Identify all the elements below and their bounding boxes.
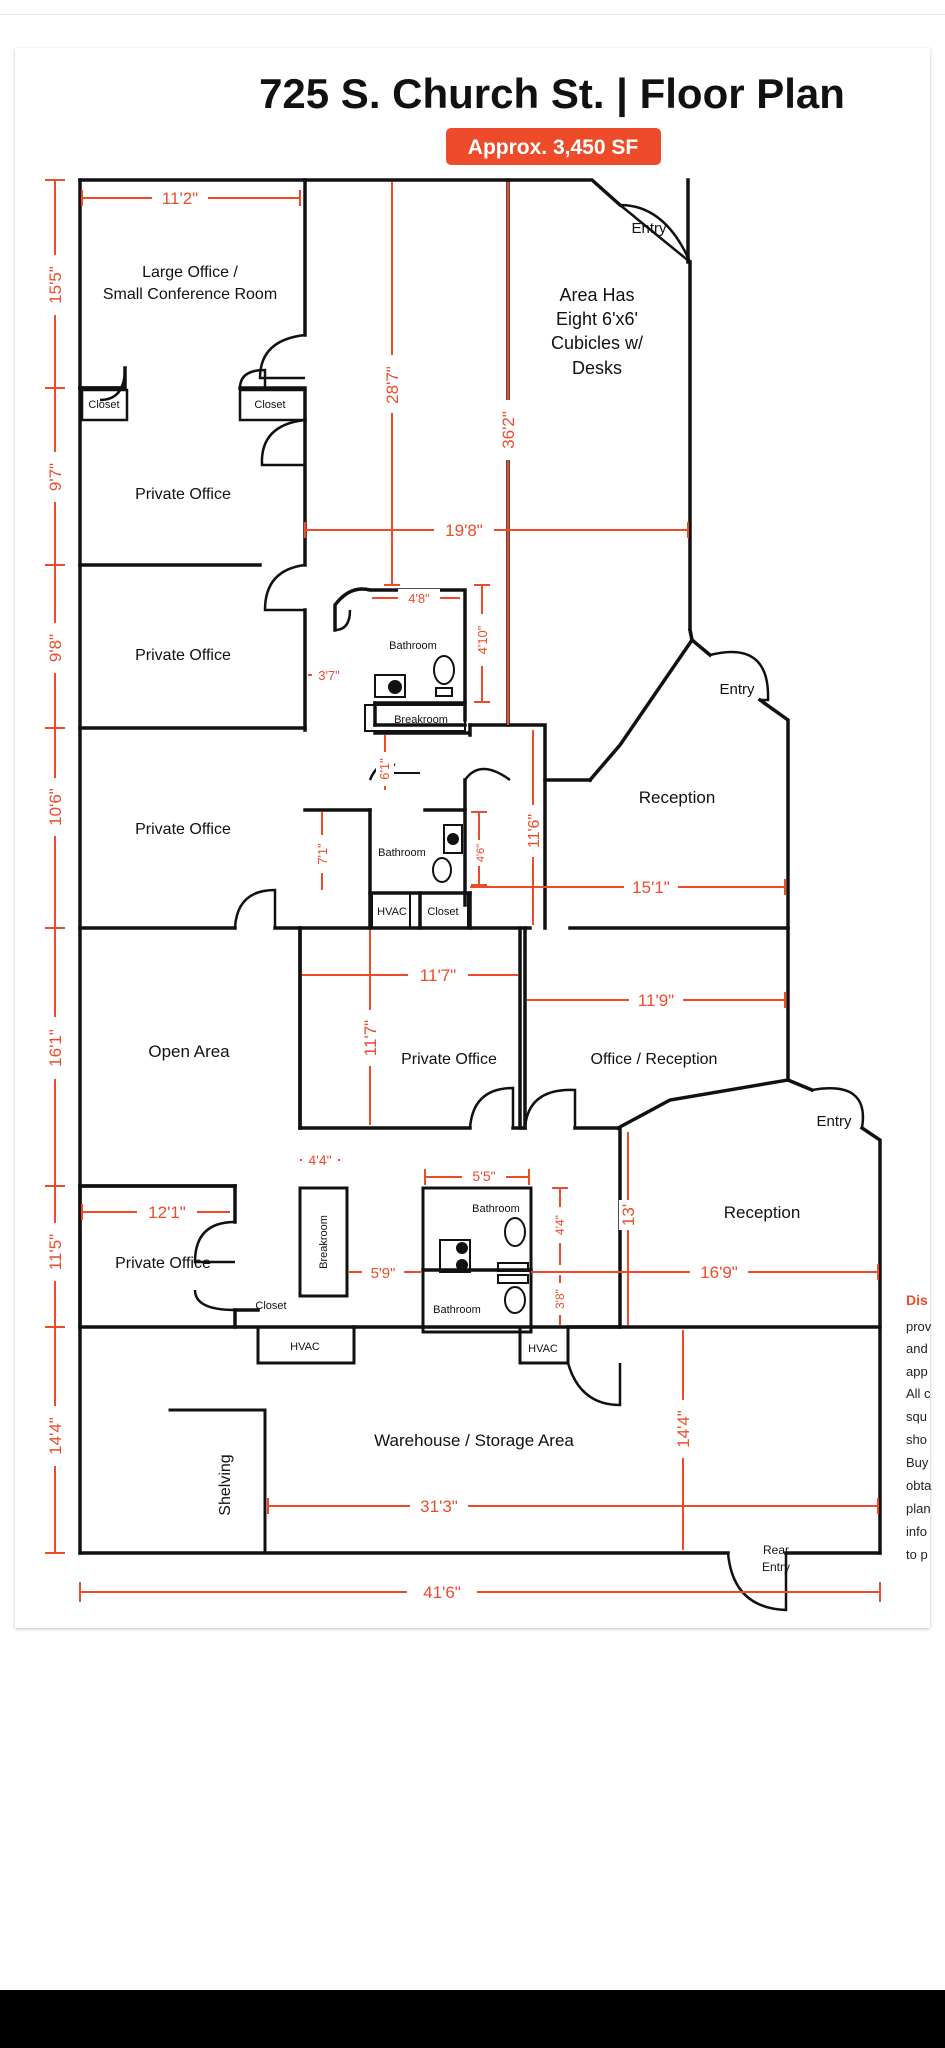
rear-entry-label: Entry — [762, 1560, 790, 1574]
left-dim-label: 9'8" — [46, 634, 65, 662]
dimension-labels: 11'2" 28'7" 36'2" 19'8" 4'8" 4'10" 3'7" … — [148, 189, 738, 1602]
dim-label: 15'1" — [632, 878, 670, 897]
top-status-strip — [0, 0, 945, 15]
large-office-label: Large Office / — [142, 264, 238, 281]
dim-label: 31'3" — [420, 1497, 458, 1516]
disclaimer-line: squ — [906, 1409, 927, 1424]
closet-label: Closet — [427, 906, 458, 918]
dim-label: 11'2" — [162, 189, 198, 208]
dim-label: 11'7" — [361, 1020, 380, 1056]
closet-label: Closet — [254, 399, 285, 411]
dimension-lines — [45, 179, 881, 1602]
area-badge: Approx. 3,450 SF — [468, 136, 639, 159]
breakroom-label: Breakroom — [394, 714, 448, 726]
warehouse-label: Warehouse / Storage Area — [374, 1431, 574, 1450]
cubicle-area-label: Cubicles w/ — [551, 333, 643, 353]
left-dimension-labels: 15'5" 9'7" 9'8" 10'6" 16'1" 11'5" 14'4" — [46, 266, 65, 1455]
private-office-label: Private Office — [401, 1051, 497, 1068]
disclaimer-line: info — [906, 1524, 927, 1539]
left-dim-label: 16'1" — [46, 1029, 65, 1067]
disclaimer-line: plan — [906, 1501, 931, 1516]
dim-label: 4'4" — [308, 1152, 331, 1168]
large-office-label: Small Conference Room — [103, 286, 277, 303]
exterior-wall-mid — [689, 637, 790, 1082]
private-office-label: Private Office — [115, 1255, 211, 1272]
dim-label: 7'1" — [315, 843, 330, 865]
private-office-label: Private Office — [135, 821, 231, 838]
doors — [99, 203, 865, 1612]
fixtures — [374, 655, 529, 1314]
dim-label: 4'8" — [408, 591, 430, 606]
dim-label: 16'9" — [700, 1263, 738, 1282]
disclaimer-line: to p — [906, 1547, 928, 1562]
page-title: 725 S. Church St. | Floor Plan — [259, 70, 845, 118]
dim-label: 36'2" — [499, 411, 518, 449]
left-dim-label: 15'5" — [46, 266, 65, 304]
disclaimer-text: Dis prov and app All c squ sho Buy obta … — [906, 1292, 932, 1562]
dim-label: 19'8" — [445, 521, 483, 540]
dim-label: 28'7" — [383, 366, 402, 404]
dim-label: 11'9" — [638, 991, 674, 1010]
left-dim-label: 11'5" — [46, 1234, 65, 1270]
dim-label: 4'4" — [553, 1215, 567, 1235]
private-office-label: Private Office — [135, 486, 231, 503]
left-dim-label: 9'7" — [46, 463, 65, 491]
disclaimer-line: Buy — [906, 1455, 929, 1470]
disclaimer-line: Dis — [906, 1292, 928, 1308]
left-dim-label: 14'4" — [46, 1417, 65, 1455]
hvac-label: HVAC — [290, 1341, 320, 1353]
bathroom-label: Bathroom — [472, 1203, 520, 1215]
bathroom-label: Bathroom — [389, 640, 437, 652]
reception-label: Reception — [724, 1203, 801, 1222]
dim-label: 13' — [619, 1204, 638, 1226]
bathroom-label: Bathroom — [433, 1304, 481, 1316]
closet-boxes — [80, 388, 469, 929]
cubicle-area-label: Eight 6'x6' — [556, 309, 638, 329]
dim-label: 12'1" — [148, 1203, 186, 1222]
dim-label: 11'6" — [526, 814, 543, 848]
disclaimer-line: app — [906, 1364, 928, 1379]
entry-label: Entry — [816, 1113, 852, 1130]
office-reception-label: Office / Reception — [591, 1051, 718, 1068]
disclaimer-line: obta — [906, 1478, 932, 1493]
floor-plan-card — [15, 48, 930, 1628]
bottom-nav-bar — [0, 1990, 945, 2048]
disclaimer-line: sho — [906, 1432, 927, 1447]
entry-label: Entry — [719, 681, 755, 698]
bathroom-label: Bathroom — [378, 847, 426, 859]
private-office-label: Private Office — [135, 647, 231, 664]
area-badge-bg — [446, 128, 661, 165]
dim-label: 3'8" — [553, 1289, 567, 1309]
closet-label: Closet — [88, 399, 119, 411]
dim-label: 14'4" — [674, 1410, 693, 1448]
dim-label: 4'10" — [475, 625, 490, 654]
entry-label: Entry — [631, 220, 667, 237]
disclaimer-line: All c — [906, 1386, 931, 1401]
closet-label: Closet — [255, 1300, 286, 1312]
shelving-label: Shelving — [217, 1454, 234, 1515]
dim-label: 3'7" — [318, 668, 340, 683]
cubicle-area-label: Area Has — [559, 285, 634, 305]
open-area-label: Open Area — [148, 1042, 230, 1061]
cubicle-area-label: Desks — [572, 358, 622, 378]
dim-label: 11'7" — [420, 966, 456, 985]
hvac-label: HVAC — [377, 906, 407, 918]
reception-label: Reception — [639, 788, 716, 807]
room-labels: Large Office / Small Conference Room Are… — [88, 220, 852, 1574]
disclaimer-line: and — [906, 1341, 928, 1356]
rear-entry-label: Rear — [763, 1543, 789, 1557]
dim-label: 5'9" — [371, 1265, 396, 1282]
exterior-wall-lower — [785, 1077, 882, 1555]
dim-label: 6'1" — [377, 758, 392, 780]
left-dim-label: 10'6" — [46, 788, 65, 826]
disclaimer-line: prov — [906, 1319, 932, 1334]
breakroom-label: Breakroom — [318, 1215, 330, 1269]
dimension-label-bgs — [44, 188, 748, 1602]
dim-label: 5'5" — [472, 1168, 495, 1184]
dim-label: 4'6" — [475, 844, 487, 862]
hvac-label: HVAC — [528, 1343, 558, 1355]
dim-label: 41'6" — [423, 1583, 461, 1602]
